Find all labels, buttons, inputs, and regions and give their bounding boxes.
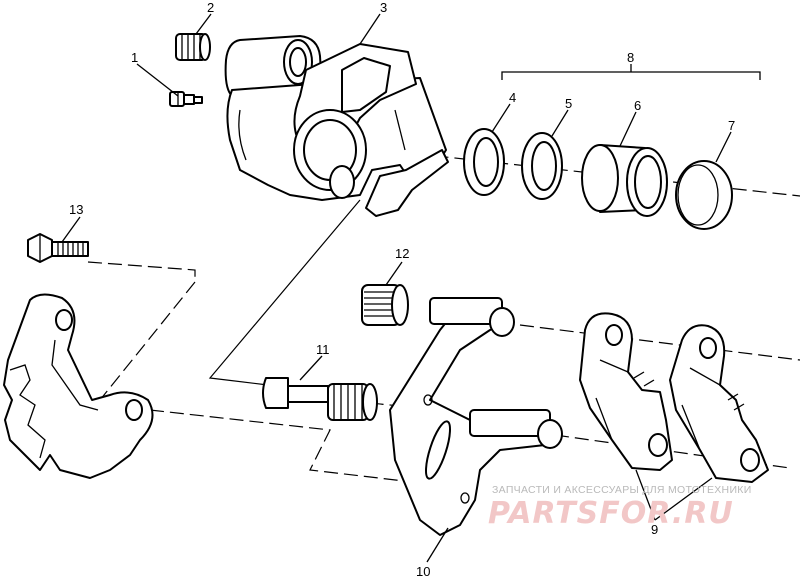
part-12-sleeve bbox=[361, 284, 409, 326]
part-1-fitting bbox=[169, 91, 203, 107]
watermark-caption: ЗАПЧАСТИ И АКСЕССУАРЫ ДЛЯ МОТОТЕХНИКИ bbox=[492, 484, 752, 496]
part-3-caliper-housing bbox=[224, 35, 449, 217]
callout-11: 11 bbox=[316, 342, 330, 357]
callout-4: 4 bbox=[509, 90, 516, 105]
left-mounting-bracket bbox=[3, 293, 154, 479]
callout-9: 9 bbox=[651, 522, 658, 537]
callout-5: 5 bbox=[565, 96, 572, 111]
watermark-brand: PARTSFOR.RU bbox=[488, 496, 734, 531]
part-4-seal bbox=[463, 128, 505, 196]
leader-lines bbox=[61, 13, 732, 563]
callout-7: 7 bbox=[728, 118, 735, 133]
callout-13: 13 bbox=[69, 202, 83, 217]
part-2-bleeder-screw bbox=[175, 33, 211, 61]
callout-1: 1 bbox=[131, 50, 138, 65]
callout-10: 10 bbox=[416, 564, 430, 578]
part-5-seal bbox=[521, 132, 563, 200]
part-11-pin bbox=[262, 377, 378, 421]
part-6-piston bbox=[581, 144, 668, 217]
part-8-group-bracket bbox=[501, 64, 761, 80]
part-10-bracket bbox=[389, 297, 563, 536]
callout-6: 6 bbox=[634, 98, 641, 113]
callout-3: 3 bbox=[380, 0, 387, 15]
bolt-13-axis-line bbox=[87, 261, 196, 401]
part-13-bolt bbox=[27, 233, 89, 263]
callout-2: 2 bbox=[207, 0, 214, 15]
part-7-cap bbox=[675, 160, 733, 230]
part-9-brake-pads bbox=[579, 312, 769, 483]
callout-labels: 1 2 3 4 5 6 7 8 9 10 11 12 13 bbox=[69, 0, 735, 578]
watermark: ЗАПЧАСТИ И АКСЕССУАРЫ ДЛЯ МОТОТЕХНИКИ PA… bbox=[488, 480, 788, 532]
callout-12: 12 bbox=[395, 246, 409, 261]
callout-8: 8 bbox=[627, 50, 634, 65]
